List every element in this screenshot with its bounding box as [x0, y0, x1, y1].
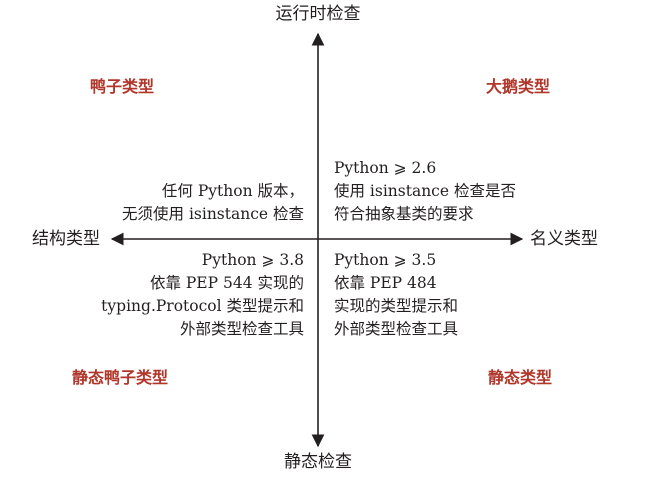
note-line: Python ⩾ 3.5 [334, 251, 437, 269]
note-line: 依靠 PEP 484 [334, 274, 437, 292]
note-line: 使用 isinstance 检查是否 [334, 182, 516, 200]
quadrant-title-goose-typing: 大鹅类型 [486, 77, 551, 96]
quadrant-title-duck-typing: 鸭子类型 [90, 77, 155, 96]
note-line: 实现的类型提示和 [334, 297, 459, 315]
note-line: 依靠 PEP 544 实现的 [149, 274, 304, 292]
note-line: Python ⩾ 3.8 [201, 251, 304, 269]
quadrant-title-static-duck-typing: 静态鸭子类型 [72, 368, 169, 387]
note-bottom-left: Python ⩾ 3.8 依靠 PEP 544 实现的 typing.Proto… [101, 249, 304, 341]
note-line: typing.Protocol 类型提示和 [101, 297, 304, 315]
note-line: 任何 Python 版本， [161, 182, 304, 200]
axis-label-static-check: 静态检查 [284, 452, 352, 472]
axis-label-structural-type: 结构类型 [32, 229, 100, 249]
note-bottom-right: Python ⩾ 3.5 依靠 PEP 484 实现的类型提示和 外部类型检查工… [334, 249, 458, 341]
note-top-left: 任何 Python 版本， 无须使用 isinstance 检查 [122, 180, 304, 226]
axis-label-nominal-type: 名义类型 [530, 229, 598, 249]
note-top-right: Python ⩾ 2.6 使用 isinstance 检查是否 符合抽象基类的要… [334, 157, 516, 226]
quadrant-title-static-typing: 静态类型 [488, 368, 553, 387]
axis-label-runtime-check: 运行时检查 [275, 4, 361, 24]
note-line: 外部类型检查工具 [179, 320, 304, 338]
note-line: Python ⩾ 2.6 [334, 159, 437, 177]
note-line: 符合抽象基类的要求 [334, 205, 474, 223]
note-line: 无须使用 isinstance 检查 [122, 205, 304, 223]
note-line: 外部类型检查工具 [334, 320, 459, 338]
